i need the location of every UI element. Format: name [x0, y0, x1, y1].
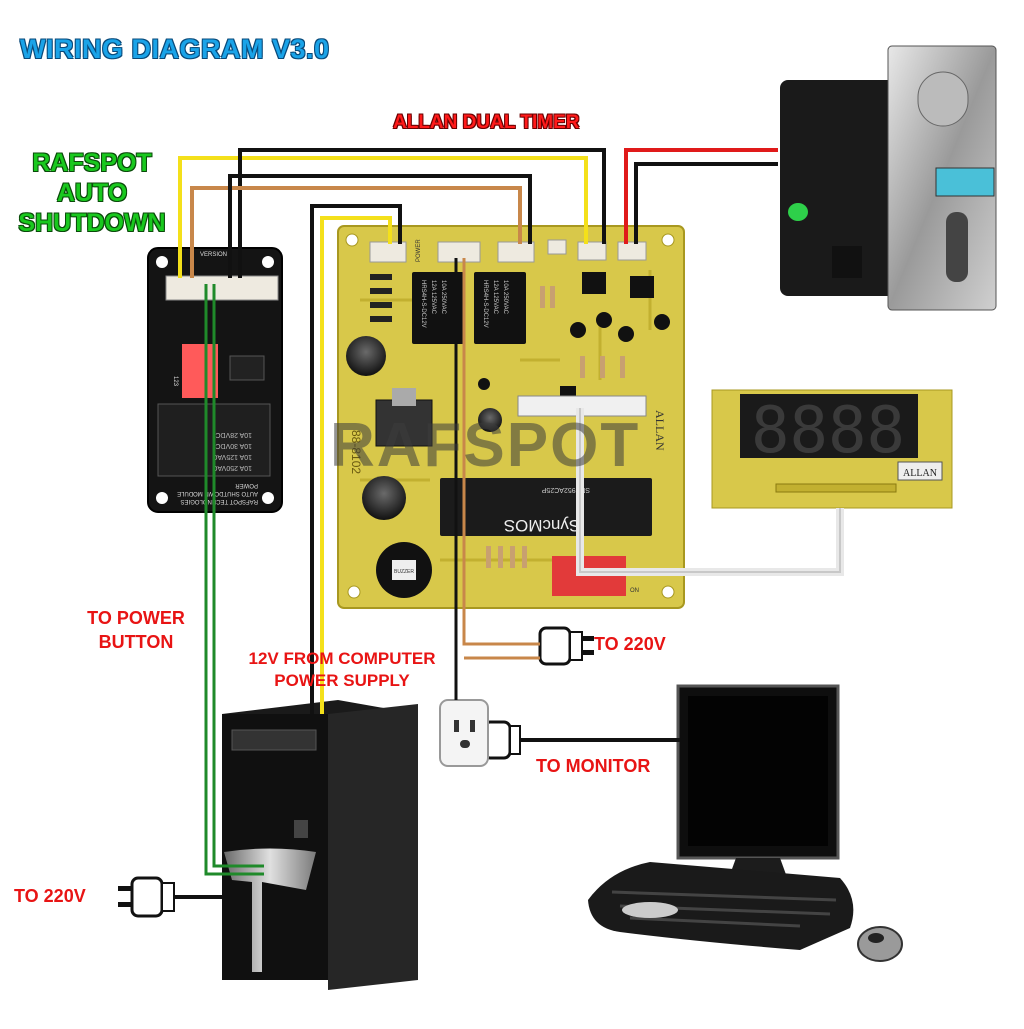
wall-socket-icon: [439, 699, 489, 767]
timer-board: POWER HRS4H-S-DC12V 12A 125VAC 10A 250VA…: [337, 225, 685, 609]
module-text-3: POWER: [235, 482, 258, 488]
diagram-title: WIRING DIAGRAM V3.0: [20, 34, 330, 64]
wire-black-coin: [634, 162, 778, 244]
wire-green-2: [212, 284, 264, 868]
relay-1: HRS4H-S-DC12V 12A 125VAC 10A 250VAC: [412, 272, 464, 344]
mcu-part: SM8952AC25P: [541, 486, 590, 493]
wire-black-module-2: [228, 174, 532, 278]
relay-2-line-3: 10A 250VAC: [502, 280, 508, 315]
svg-text:RAFSPOT TECHNOLOGIES AUT: RAFSPOT TECHNOLOGIES AUTO SHUTDOWN MODUL…: [175, 482, 258, 504]
relay-1-line-1: HRS4H-S-DC12V: [420, 280, 426, 328]
display-digits: 8888: [751, 394, 905, 468]
relay-1-line-2: 12A 125VAC: [430, 280, 436, 315]
wire-black-module-1: [238, 148, 606, 278]
module-dip-digits: 123: [172, 376, 178, 387]
watermark: RAFSPOT: [330, 411, 641, 480]
monitor-icon: [676, 684, 840, 880]
wire-brown-module: [190, 186, 522, 278]
dual-timer-label: ALLAN DUAL TIMER: [393, 112, 580, 133]
to-power-button-line-2: BUTTON: [98, 632, 174, 652]
auto-shutdown-line-2: AUTO: [56, 179, 128, 207]
board-code: 88-8102: [349, 430, 363, 474]
wire-yellow-psu: [320, 216, 392, 714]
svg-text:HRS4H-S-DC12V: HRS4H-S-DC12V: [482, 280, 488, 328]
wire-red-coin: [624, 148, 778, 244]
svg-text:12A 125VAC: 12A 125VAC: [430, 280, 436, 315]
keyboard-icon: [588, 862, 854, 950]
buzzer: BUZZER: [376, 542, 432, 598]
to-220v-right-label: TO 220V: [594, 634, 666, 654]
wire-brown-relay: [462, 258, 540, 646]
wire-black-psu: [310, 204, 402, 714]
buzzer-label: BUZZER: [394, 569, 414, 575]
mcu-brand: SyncMOS: [504, 516, 581, 535]
svg-text:12A 125VAC: 12A 125VAC: [492, 280, 498, 315]
power-header-label: POWER: [416, 239, 422, 262]
module-version: VERSION 2: [200, 252, 233, 258]
display-board: 8888 ALLAN: [711, 389, 953, 509]
plug-icon-left: [118, 876, 175, 918]
computer-tower-icon: [222, 700, 418, 990]
svg-text:HRS4H-S-DC12V: HRS4H-S-DC12V: [420, 280, 426, 328]
wire-grey-display: [579, 408, 841, 573]
auto-shutdown-label: RAFSPOT AUTO SHUTDOWN: [4, 148, 180, 238]
psu-line-1: 12V FROM COMPUTER: [248, 649, 436, 668]
module-relay-line-3: 10A 30VDC: [215, 442, 252, 449]
relay-2-line-2: 12A 125VAC: [492, 280, 498, 315]
to-power-button-label: TO POWER BUTTON: [74, 606, 198, 654]
to-monitor-label: TO MONITOR: [536, 756, 651, 776]
wires: [174, 148, 844, 899]
svg-text:10A 250VAC: 10A 250VAC: [440, 280, 446, 315]
to-power-button-line-1: TO POWER: [87, 608, 185, 628]
auto-shutdown-line-1: RAFSPOT: [32, 149, 152, 177]
wire-yellow-module: [178, 156, 588, 278]
board-brand: ALLAN: [653, 410, 667, 451]
relay-2-line-1: HRS4H-S-DC12V: [482, 280, 488, 328]
module-relay-line-1: 10A 250VAC: [212, 464, 252, 471]
mouse-icon: [857, 926, 903, 962]
dip-label: ON: [630, 588, 639, 594]
psu-line-2: POWER SUPPLY: [274, 671, 410, 690]
psu-label: 12V FROM COMPUTER POWER SUPPLY: [226, 648, 458, 692]
module-text-1: RAFSPOT TECHNOLOGIES: [181, 498, 258, 504]
auto-shutdown-line-3: SHUTDOWN: [18, 209, 166, 237]
module-text-2: AUTO SHUTDOWN MODULE: [177, 490, 258, 496]
svg-text:10A 250VAC: 10A 250VAC: [502, 280, 508, 315]
relay-2: HRS4H-S-DC12V 12A 125VAC 10A 250VAC: [474, 272, 526, 344]
to-220v-left-label: TO 220V: [14, 886, 86, 906]
svg-text:10A 250VAC 10A 125VAC: 10A 250VAC 10A 125VAC 10A 30VDC 10A 28VD…: [210, 431, 252, 471]
mcu-chip: SyncMOS SM8952AC25P: [440, 478, 652, 536]
wire-green-1: [204, 284, 264, 876]
coin-acceptor-icon: [780, 45, 997, 311]
display-brand: ALLAN: [903, 468, 937, 479]
relay-1-line-3: 10A 250VAC: [440, 280, 446, 315]
plug-icon-right: [538, 626, 594, 666]
module-relay-line-2: 10A 125VAC: [212, 453, 252, 460]
module-relay-line-4: 10A 28VDC: [215, 431, 252, 438]
